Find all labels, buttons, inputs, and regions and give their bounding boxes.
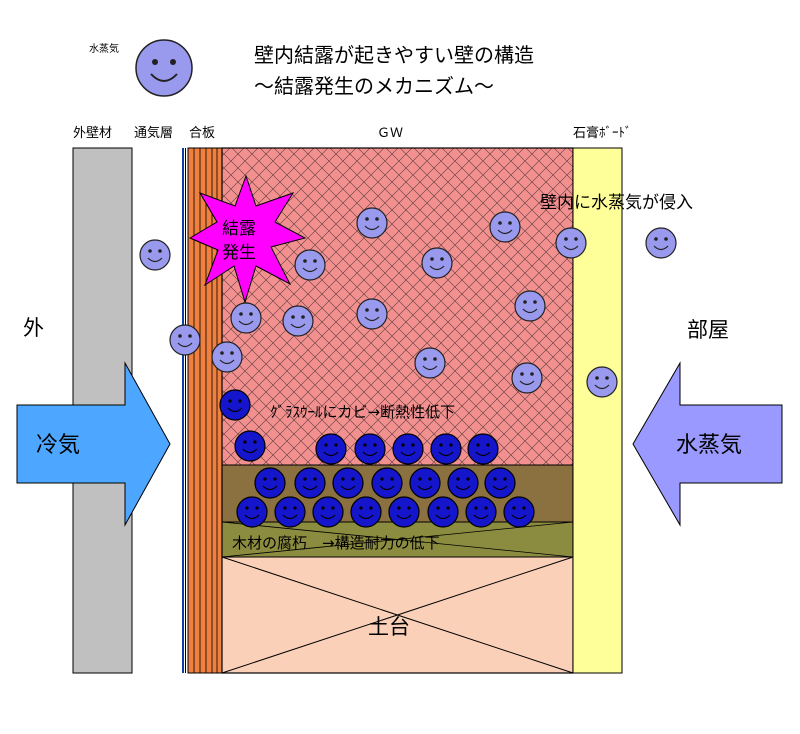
condensed-molecule-icon: [312, 496, 344, 528]
vapor-molecule-icon: [586, 366, 618, 398]
cold-air-label: 冷気: [36, 433, 80, 458]
vapor-molecule-icon: [356, 207, 388, 239]
cold-air-arrow: 冷気: [16, 361, 171, 527]
condensed-molecule-icon: [236, 496, 268, 528]
vapor-arrow-label: 水蒸気: [676, 433, 742, 458]
vapor-molecule-icon: [489, 211, 521, 243]
vapor-molecule-icon: [294, 249, 326, 281]
condensed-molecule-icon: [388, 496, 420, 528]
condensed-molecule-icon: [503, 496, 535, 528]
room-label: 部屋: [687, 318, 729, 342]
legend-vapor-label: 水蒸気: [89, 42, 119, 55]
label-gw: ＧＷ: [377, 126, 403, 141]
condensed-molecule-icon: [254, 467, 286, 499]
intrusion-label: 壁内に水蒸気が侵入: [540, 193, 693, 213]
condensed-molecule-icon: [234, 430, 266, 462]
vapor-molecule-icon: [230, 302, 262, 334]
vapor-molecule-icon: [356, 298, 388, 330]
label-air-layer: 通気層: [134, 125, 173, 141]
condensation-burst: 結露 発生: [188, 174, 307, 304]
vapor-molecule-icon: [139, 239, 171, 271]
legend-vapor-icon: [135, 39, 193, 97]
title-line1: 壁内結露が起きやすい壁の構造: [254, 43, 534, 67]
vapor-molecule-icon: [282, 305, 314, 337]
condensed-molecule-icon: [219, 389, 251, 421]
label-plywood: 合板: [189, 126, 215, 141]
mold-label: ｸﾞﾗｽｳｰﾙにカビ→断熱性低下: [270, 403, 455, 421]
title-line2: ～結露発生のメカニズム～: [254, 74, 494, 98]
condensed-molecule-icon: [332, 467, 364, 499]
condensation-label-1: 結露: [222, 219, 256, 239]
vapor-molecule-icon: [169, 324, 201, 356]
plasterboard: [572, 147, 623, 674]
condensed-molecule-icon: [371, 467, 403, 499]
condensed-molecule-icon: [465, 496, 497, 528]
outside-label: 外: [23, 316, 44, 340]
condensed-molecule-icon: [350, 496, 382, 528]
condensed-molecule-icon: [467, 433, 499, 465]
label-plasterboard: 石膏ﾎﾞｰﾄﾞ: [573, 125, 632, 141]
vapor-molecule-icon: [645, 227, 677, 259]
condensed-molecule-icon: [315, 433, 347, 465]
condensed-molecule-icon: [294, 467, 326, 499]
condensed-molecule-icon: [484, 467, 516, 499]
vapor-molecule-icon: [421, 247, 453, 279]
condensed-molecule-icon: [274, 496, 306, 528]
condensed-molecule-icon: [447, 467, 479, 499]
label-outer-wall: 外壁材: [73, 126, 112, 141]
condensed-molecule-icon: [427, 496, 459, 528]
vapor-arrow: 水蒸気: [632, 361, 783, 527]
vapor-molecule-icon: [511, 362, 543, 394]
condensed-molecule-icon: [409, 467, 441, 499]
condensed-molecule-icon: [392, 433, 424, 465]
condensed-molecule-icon: [354, 433, 386, 465]
condensation-label-2: 発生: [222, 243, 256, 263]
vapor-molecule-icon: [211, 341, 243, 373]
vapor-molecule-icon: [414, 347, 446, 379]
vapor-molecule-icon: [514, 290, 546, 322]
rot-label: 木材の腐朽 →構造耐力の低下: [232, 534, 440, 552]
sill-label: 土台: [368, 615, 410, 639]
condensed-molecule-icon: [430, 433, 462, 465]
vapor-molecule-icon: [555, 227, 587, 259]
